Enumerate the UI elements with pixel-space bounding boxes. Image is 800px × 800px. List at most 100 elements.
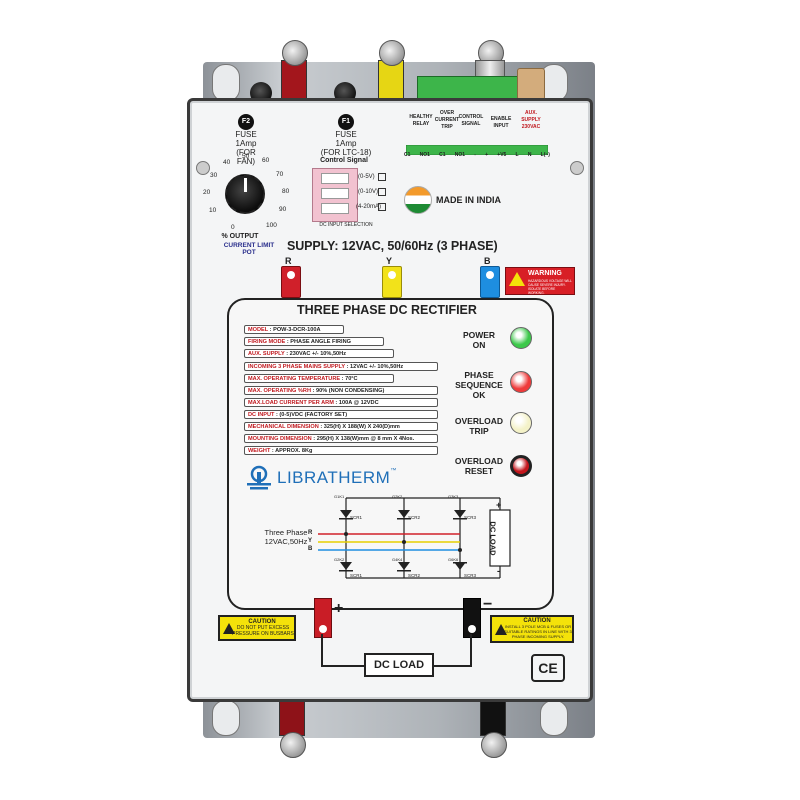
spec-key: MECHANICAL DIMENSION — [248, 424, 319, 430]
phase-b-label: B — [484, 256, 491, 266]
spec-row-max-temp: MAX. OPERATING TEMPERATURE : 70°C — [244, 374, 394, 383]
terminal-block-top[interactable] — [417, 76, 521, 100]
spec-key: DC INPUT — [248, 412, 275, 418]
cable-gland — [517, 68, 545, 100]
pot-tick-60: 60 — [262, 157, 270, 164]
warning-triangle-icon — [509, 272, 525, 286]
checkbox-4-20ma[interactable] — [378, 203, 386, 211]
terminal-hole-icon — [388, 271, 396, 279]
pin-label: NO1 — [419, 152, 430, 158]
gate-label: G6K6 — [448, 557, 459, 562]
pin-label: N — [527, 152, 532, 158]
spec-row-dc-input: DC INPUT : (0-5)VDC (FACTORY SET) — [244, 410, 438, 419]
supply-rating-text: SUPPLY: 12VAC, 50/60Hz (3 PHASE) — [287, 239, 498, 253]
scr-label: SCR3 — [464, 515, 477, 520]
overload-reset-button[interactable] — [510, 455, 532, 477]
pin-label: L — [515, 152, 519, 158]
gate-label: G2K2 — [334, 557, 345, 562]
phase-r-label: R — [285, 256, 292, 266]
fuse-f1-rating: 1Amp — [335, 139, 357, 148]
schematic-phase-r: R — [308, 530, 313, 536]
terminal-hole-icon — [287, 271, 295, 279]
pot-tick-100: 100 — [266, 222, 277, 229]
pin-label: C1 — [404, 152, 411, 158]
dip-slot[interactable] — [321, 203, 349, 214]
phase-sequence-led-icon — [510, 371, 532, 393]
gate-label: G1K1 — [334, 494, 345, 499]
option-4-20ma: (4-20mA) — [356, 204, 382, 210]
label-healthy-relay-line2: RELAY — [412, 121, 430, 127]
gate-label: G3K3 — [448, 494, 459, 499]
checkbox-0-10v[interactable] — [378, 188, 386, 196]
libratherm-logo-drawing — [247, 465, 271, 490]
caution-triangle-icon — [495, 624, 507, 635]
output-minus-sign: − — [483, 596, 493, 613]
option-0-10v: (0-10V) — [358, 189, 379, 195]
spec-value: 325(H) X 188(W) X 240(D)mm — [323, 424, 400, 430]
gate-label: G2K2 — [392, 494, 403, 499]
spec-value: POW-3-DCR-100A — [273, 327, 321, 333]
warning-title: WARNING — [528, 270, 562, 277]
libratherm-logo-icon — [244, 463, 274, 493]
control-signal-section: Control Signal (0-5V) (0-10V) (4-20mA) D… — [306, 156, 386, 232]
fuse-f1-use: (FOR LTC-18) — [320, 148, 372, 157]
terminal-hole-icon — [319, 625, 327, 633]
checkbox-0-5v[interactable] — [378, 173, 386, 181]
india-flag-icon — [404, 186, 432, 214]
spec-value: 230VAC +/- 10%,50Hz — [289, 351, 346, 357]
pot-knob[interactable] — [225, 174, 265, 214]
terminal-r[interactable] — [281, 266, 301, 298]
terminal-hole-icon — [486, 271, 494, 279]
pin-label: NO1 — [454, 152, 466, 158]
indicator-label-line: OVERLOAD — [454, 416, 504, 426]
output-terminal-positive[interactable] — [314, 598, 332, 638]
spec-value: (0-5)VDC (FACTORY SET) — [279, 412, 348, 418]
terminal-y[interactable] — [382, 266, 402, 298]
schematic-input-label: Three Phase 12VAC,50Hz — [256, 528, 316, 546]
indicator-label-line: OK — [472, 390, 486, 400]
pot-tick-10: 10 — [209, 207, 217, 214]
schematic-phase-y: Y — [308, 538, 313, 544]
indicator-label-line: ON — [472, 340, 486, 350]
warning-label: WARNING HAZARDOUS VOLTAGE WILL CAUSE SEV… — [505, 267, 575, 295]
caution-text: DO NOT PUT EXCESS PRESSURE ON BUSBARS — [232, 625, 294, 637]
overload-trip-led-icon — [510, 412, 532, 434]
output-dc-load-box: DC LOAD — [364, 653, 434, 677]
pot-tick-30: 30 — [210, 172, 218, 179]
output-plus-sign: + — [334, 600, 344, 617]
caution-busbar-label: CAUTION DO NOT PUT EXCESS PRESSURE ON BU… — [218, 615, 296, 641]
spec-key: MAX.LOAD CURRENT PER ARM — [248, 400, 334, 406]
label-over-current-trip: OVER CURRENT TRIP — [432, 110, 462, 131]
mounting-slot-bottom-left — [212, 700, 240, 736]
gate-label: G4K4 — [392, 557, 403, 562]
output-terminal-negative[interactable] — [463, 598, 481, 638]
spec-key: MOUNTING DIMENSION — [248, 436, 312, 442]
dip-slot[interactable] — [321, 188, 349, 199]
terminal-strip[interactable] — [405, 142, 549, 156]
terminal-b[interactable] — [480, 266, 500, 298]
pot-caption-line1: CURRENT LIMIT — [223, 242, 275, 249]
schematic-phase-letters: R Y B — [308, 529, 312, 553]
scr-label: SCR2 — [408, 573, 421, 578]
terminal-pin-labels: C1 NO1 C1 NO1 - + +V5 L N L(~) — [404, 152, 550, 158]
pot-caption: CURRENT LIMIT POT — [214, 242, 284, 256]
label-aux-supply: AUX. SUPPLY 230VAC — [516, 110, 546, 131]
spec-key: MAX. OPERATING TEMPERATURE — [248, 376, 341, 382]
dip-switch[interactable] — [312, 168, 358, 222]
spec-row-mechanical: MECHANICAL DIMENSION : 325(H) X 188(W) X… — [244, 422, 438, 431]
label-healthy-relay: HEALTHY RELAY — [406, 114, 436, 128]
indicator-label-line: SEQUENCE — [455, 380, 503, 390]
indicator-label-line: OVERLOAD — [454, 456, 504, 466]
made-in-india-text: MADE IN INDIA — [436, 195, 501, 205]
pot-caption-line2: POT — [242, 249, 256, 256]
stud-y-top — [379, 40, 405, 66]
spec-value: 70°C — [345, 376, 358, 382]
dip-slot[interactable] — [321, 173, 349, 184]
pot-tick-90: 90 — [279, 206, 287, 213]
spec-value: 90% (NON CONDENSING) — [315, 388, 385, 394]
mounting-slot-bottom-right — [540, 700, 568, 736]
fuse-f2-use: (FOR FAN) — [236, 148, 256, 166]
spec-row-incoming-supply: INCOMING 3 PHASE MAINS SUPPLY : 12VAC +/… — [244, 362, 438, 371]
scr-label: SCR1 — [350, 515, 363, 520]
